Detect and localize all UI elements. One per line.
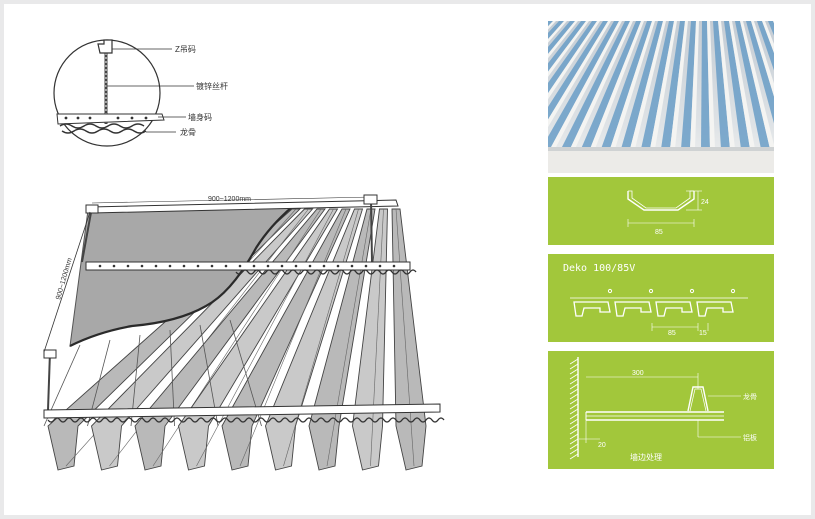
ceiling-strip bbox=[134, 208, 326, 471]
photo-strip bbox=[757, 21, 774, 71]
edge-plate-label: 铝板 bbox=[743, 433, 757, 442]
profile-height-dim: 24 bbox=[701, 199, 709, 206]
ceiling-strip bbox=[47, 208, 302, 471]
photo-strip bbox=[621, 21, 663, 149]
keel-hook bbox=[655, 301, 693, 317]
photo-strip bbox=[681, 21, 696, 149]
keel-hook bbox=[614, 301, 652, 317]
profile-width-dim: 85 bbox=[655, 229, 663, 236]
photo-strip bbox=[713, 21, 730, 149]
spacing-horizontal-label: 900~1200mm bbox=[208, 196, 251, 203]
keel-hook bbox=[573, 301, 611, 317]
photo-strip bbox=[548, 21, 597, 94]
edge-gap-dim: 20 bbox=[598, 442, 606, 449]
edge-treatment-panel: 300 龙骨 铝板 20 墙边处理 bbox=[548, 351, 774, 469]
ceiling-strip bbox=[91, 208, 314, 471]
edge-caption: 墙边处理 bbox=[630, 452, 662, 462]
edge-keel-label: 龙骨 bbox=[743, 392, 757, 401]
photo-strip bbox=[768, 21, 774, 36]
photo-strip bbox=[746, 21, 774, 124]
edge-length-dim: 300 bbox=[632, 370, 644, 377]
detail-callout: Z吊码 镀锌丝杆 墙身码 龙骨 bbox=[53, 39, 228, 147]
ceiling-strip bbox=[221, 208, 351, 471]
photo-strip bbox=[735, 21, 770, 149]
photo-strip bbox=[548, 21, 619, 149]
ceiling-strip bbox=[265, 208, 364, 471]
photo-strip bbox=[724, 21, 750, 149]
photo-strip bbox=[641, 21, 674, 149]
threaded-rod-label: 镀锌丝杆 bbox=[196, 81, 228, 91]
photo-strip bbox=[561, 21, 630, 149]
keel-panel-title: Deko 100/85V bbox=[563, 263, 635, 274]
wall-clip-label: 墙身码 bbox=[188, 112, 212, 122]
ceiling-strip bbox=[391, 208, 427, 471]
keel-hook bbox=[696, 301, 734, 317]
photo-strip bbox=[581, 21, 641, 149]
ceiling-photo bbox=[548, 21, 774, 173]
keel-panel: Deko 100/85V 85 15 bbox=[548, 254, 774, 342]
photo-strip bbox=[601, 21, 652, 149]
keel-label: 龙骨 bbox=[180, 127, 196, 137]
keel-gap-dim: 15 bbox=[699, 330, 707, 337]
ceiling-assembly: 900~1200mm 900~1200mm bbox=[43, 194, 445, 471]
z-hanger-label: Z吊码 bbox=[175, 45, 196, 54]
photo-strip bbox=[661, 21, 685, 149]
spacing-vertical-label: 900~1200mm bbox=[55, 257, 74, 300]
profile-panel: 24 85 bbox=[548, 177, 774, 245]
keel-pitch-dim: 85 bbox=[668, 330, 676, 337]
